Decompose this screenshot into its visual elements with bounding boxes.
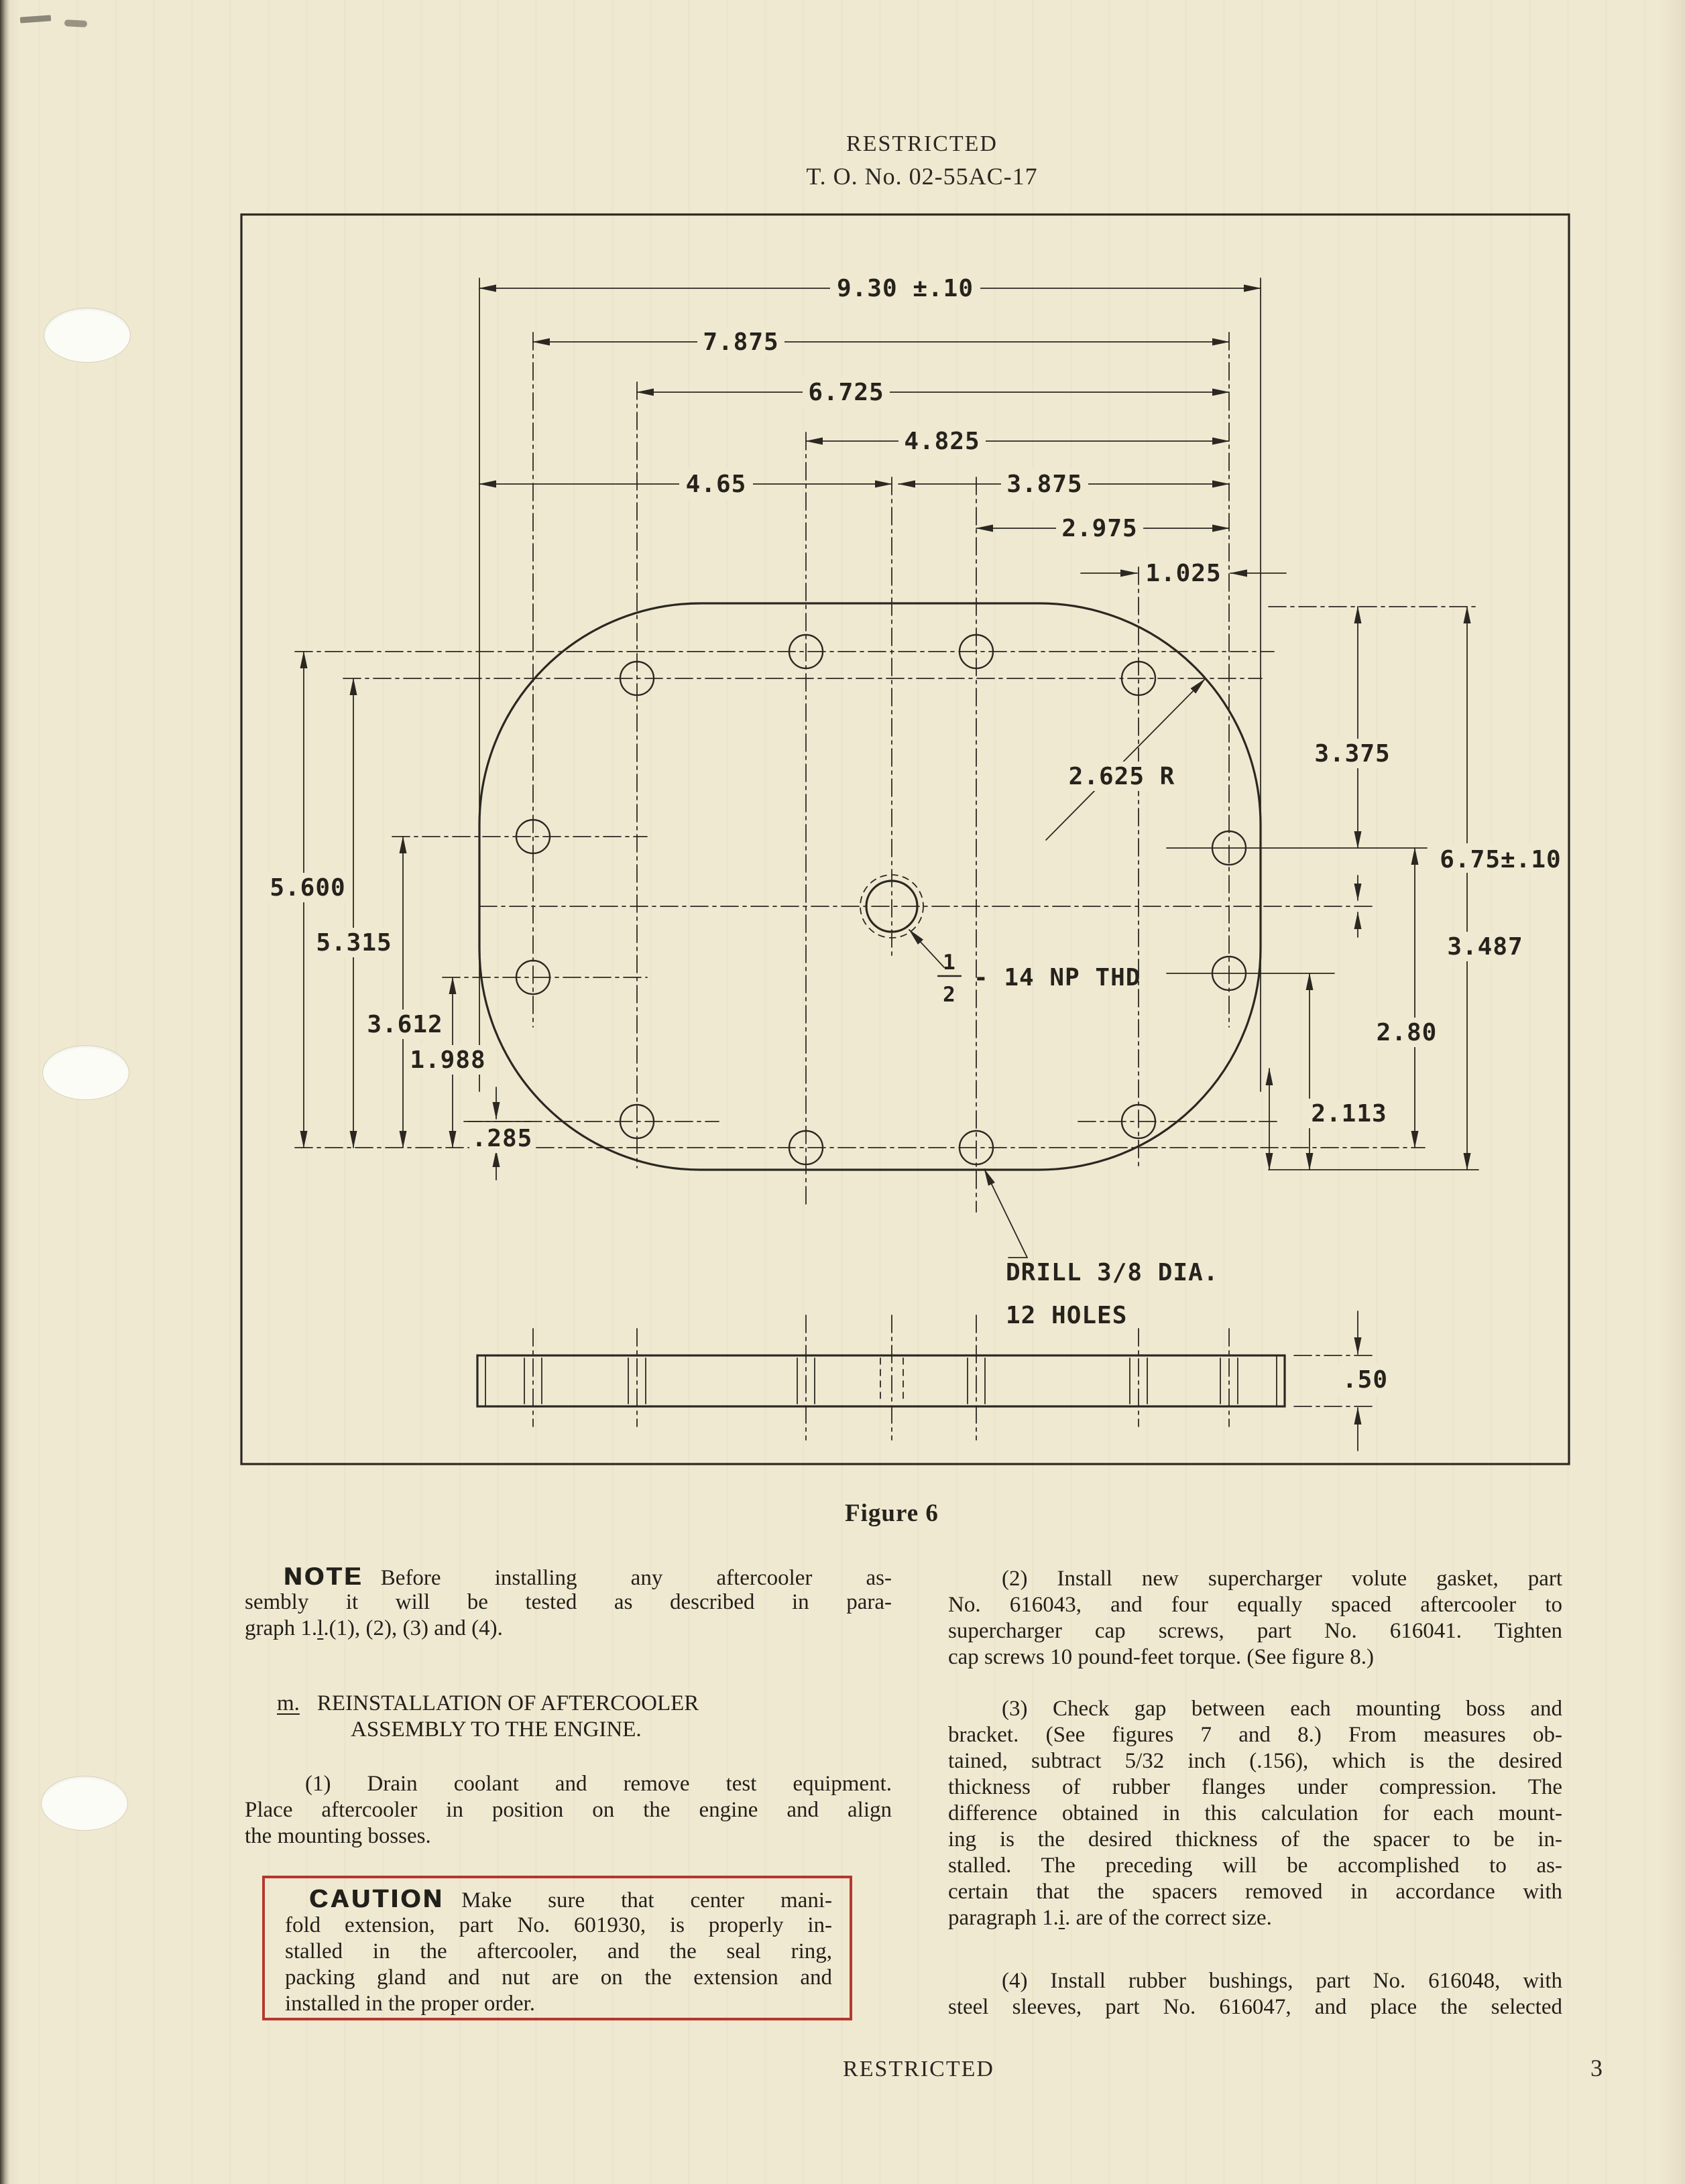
classification-header: RESTRICTED xyxy=(846,131,998,156)
dim-3487: 3.487 xyxy=(1447,933,1523,961)
section-title: ASSEMBLY TO THE ENGINE. xyxy=(351,1717,642,1742)
caution-label: CAUTION xyxy=(309,1885,445,1913)
dim-465: 4.65 xyxy=(686,471,747,498)
paragraph-line: steel sleeves, part No. 616047, and plac… xyxy=(948,1995,1562,2019)
dim-5600: 5.600 xyxy=(270,874,345,902)
leader-lines xyxy=(909,678,1206,1258)
paragraph-line: No. 616043, and four equally spaced afte… xyxy=(948,1593,1562,1617)
svg-text:- 14 NP THD: - 14 NP THD xyxy=(974,964,1141,991)
pen-mark xyxy=(64,19,88,27)
paragraph-3: (3) Check gap between each mounting boss… xyxy=(948,1696,1562,1931)
note-text: Before installing any aftercooler as- xyxy=(380,1566,892,1590)
paragraph-line: tained, subtract 5/32 inch (.156), which… xyxy=(948,1749,1562,1773)
pen-mark xyxy=(19,15,52,23)
dim-1025: 1.025 xyxy=(1145,560,1221,587)
dim-width-overall: 9.30 ±.10 xyxy=(837,275,974,302)
dimension-label-backgrounds xyxy=(264,274,1561,1394)
vertical-dimensions-left xyxy=(300,651,532,1180)
punch-hole xyxy=(44,308,130,362)
paragraph-2: (2) Install new supercharger volute gask… xyxy=(948,1566,1562,1671)
paragraph-line: cap screws 10 pound-feet torque. (See fi… xyxy=(948,1645,1375,1669)
dim-285: .285 xyxy=(472,1125,533,1152)
figure-border xyxy=(240,213,1570,1465)
dim-4825: 4.825 xyxy=(904,428,980,455)
paragraph-line: (3) Check gap between each mounting boss… xyxy=(1002,1697,1562,1721)
paragraph-line: stalled. The preceding will be accomplis… xyxy=(948,1854,1562,1878)
dim-1988: 1.988 xyxy=(410,1046,485,1074)
paragraph-1: (1) Drain coolant and remove test equipm… xyxy=(245,1771,892,1849)
paragraph-line: Place aftercooler in position on the eng… xyxy=(245,1798,892,1822)
paragraph-line: certain that the spacers removed in acco… xyxy=(948,1880,1562,1904)
paragraph-line: (4) Install rubber bushings, part No. 61… xyxy=(1002,1969,1562,1993)
paragraph-line: the mounting bosses. xyxy=(245,1824,431,1848)
dim-7875: 7.875 xyxy=(703,328,778,356)
note-text: sembly it will be tested as described in… xyxy=(245,1590,892,1614)
classification-footer: RESTRICTED xyxy=(843,2057,994,2081)
section-title: REINSTALLATION OF AFTERCOOLER xyxy=(316,1691,699,1715)
paragraph-line: ing is the desired thickness of the spac… xyxy=(948,1827,1562,1852)
label-drill-spec-line2: 12 HOLES xyxy=(1006,1302,1127,1329)
vertical-centerlines xyxy=(479,278,1261,1213)
horizontal-dimensions xyxy=(479,284,1287,577)
note-paragraph: NOTE Before installing any aftercooler as… xyxy=(245,1563,892,1642)
dim-3375: 3.375 xyxy=(1314,740,1390,768)
note-text: graph 1.l.(1), (2), (3) and (4). xyxy=(245,1616,503,1640)
page-number: 3 xyxy=(1590,2055,1603,2081)
dim-5315: 5.315 xyxy=(316,929,392,957)
svg-text:1: 1 xyxy=(943,951,956,975)
scan-edge-shadow xyxy=(0,0,9,2184)
technical-order-number: T. O. No. 02-55AC-17 xyxy=(806,163,1038,190)
label-thread-spec: 1 2 - 14 NP THD xyxy=(937,951,1141,1007)
paragraph-line: difference obtained in this calculation … xyxy=(948,1801,1562,1825)
dim-2113: 2.113 xyxy=(1311,1100,1387,1128)
horizontal-centerlines xyxy=(294,606,1479,1170)
caution-text: installed in the proper order. xyxy=(285,1992,535,2016)
label-corner-radius: 2.625 R xyxy=(1069,763,1175,790)
paragraph-line: thickness of rubber flanges under compre… xyxy=(948,1775,1562,1799)
paragraph-line: (2) Install new supercharger volute gask… xyxy=(1002,1567,1562,1591)
figure-6-drawing: 9.30 ±.10 7.875 6.725 4.825 4.65 3.875 2… xyxy=(240,213,1570,1465)
section-m-heading: m. REINSTALLATION OF AFTERCOOLER ASSEMBLY… xyxy=(245,1691,892,1743)
caution-text: stalled in the aftercooler, and the seal… xyxy=(285,1939,832,1963)
svg-text:2: 2 xyxy=(943,983,956,1007)
paragraph-line: (1) Drain coolant and remove test equipm… xyxy=(305,1772,892,1796)
dim-6725: 6.725 xyxy=(808,379,884,406)
paragraph-line: supercharger cap screws, part No. 616041… xyxy=(948,1619,1562,1643)
paragraph-4: (4) Install rubber bushings, part No. 61… xyxy=(948,1968,1562,2020)
vertical-dimensions-right xyxy=(1265,606,1471,1170)
center-threaded-hole xyxy=(860,874,924,938)
punch-hole xyxy=(42,1776,127,1830)
caution-text: packing gland and nut are on the extensi… xyxy=(285,1965,832,1990)
paragraph-line: bracket. (See figures 7 and 8.) From mea… xyxy=(948,1723,1562,1747)
figure-caption: Figure 6 xyxy=(845,1500,939,1527)
caution-text: fold extension, part No. 601930, is prop… xyxy=(285,1913,832,1937)
drilled-holes xyxy=(515,633,1247,1166)
dim-3875: 3.875 xyxy=(1006,471,1082,498)
caution-text: Make sure that center mani- xyxy=(461,1888,832,1913)
section-letter: m. xyxy=(277,1691,300,1715)
label-drill-spec-line1: DRILL 3/8 DIA. xyxy=(1006,1259,1218,1286)
dim-2975: 2.975 xyxy=(1061,515,1137,542)
paragraph-line: paragraph 1.i. are of the correct size. xyxy=(948,1906,1272,1930)
dim-thickness: .50 xyxy=(1342,1366,1388,1394)
side-view-strip xyxy=(476,1311,1374,1451)
punch-hole xyxy=(43,1046,129,1099)
dim-height-overall: 6.75±.10 xyxy=(1440,846,1561,873)
note-label: NOTE xyxy=(284,1563,363,1590)
caution-box: CAUTION Make sure that center mani- fold … xyxy=(262,1876,852,2020)
dim-280: 2.80 xyxy=(1377,1019,1438,1046)
dim-3612: 3.612 xyxy=(367,1011,443,1038)
gasket-plate-outline xyxy=(478,602,1262,1171)
